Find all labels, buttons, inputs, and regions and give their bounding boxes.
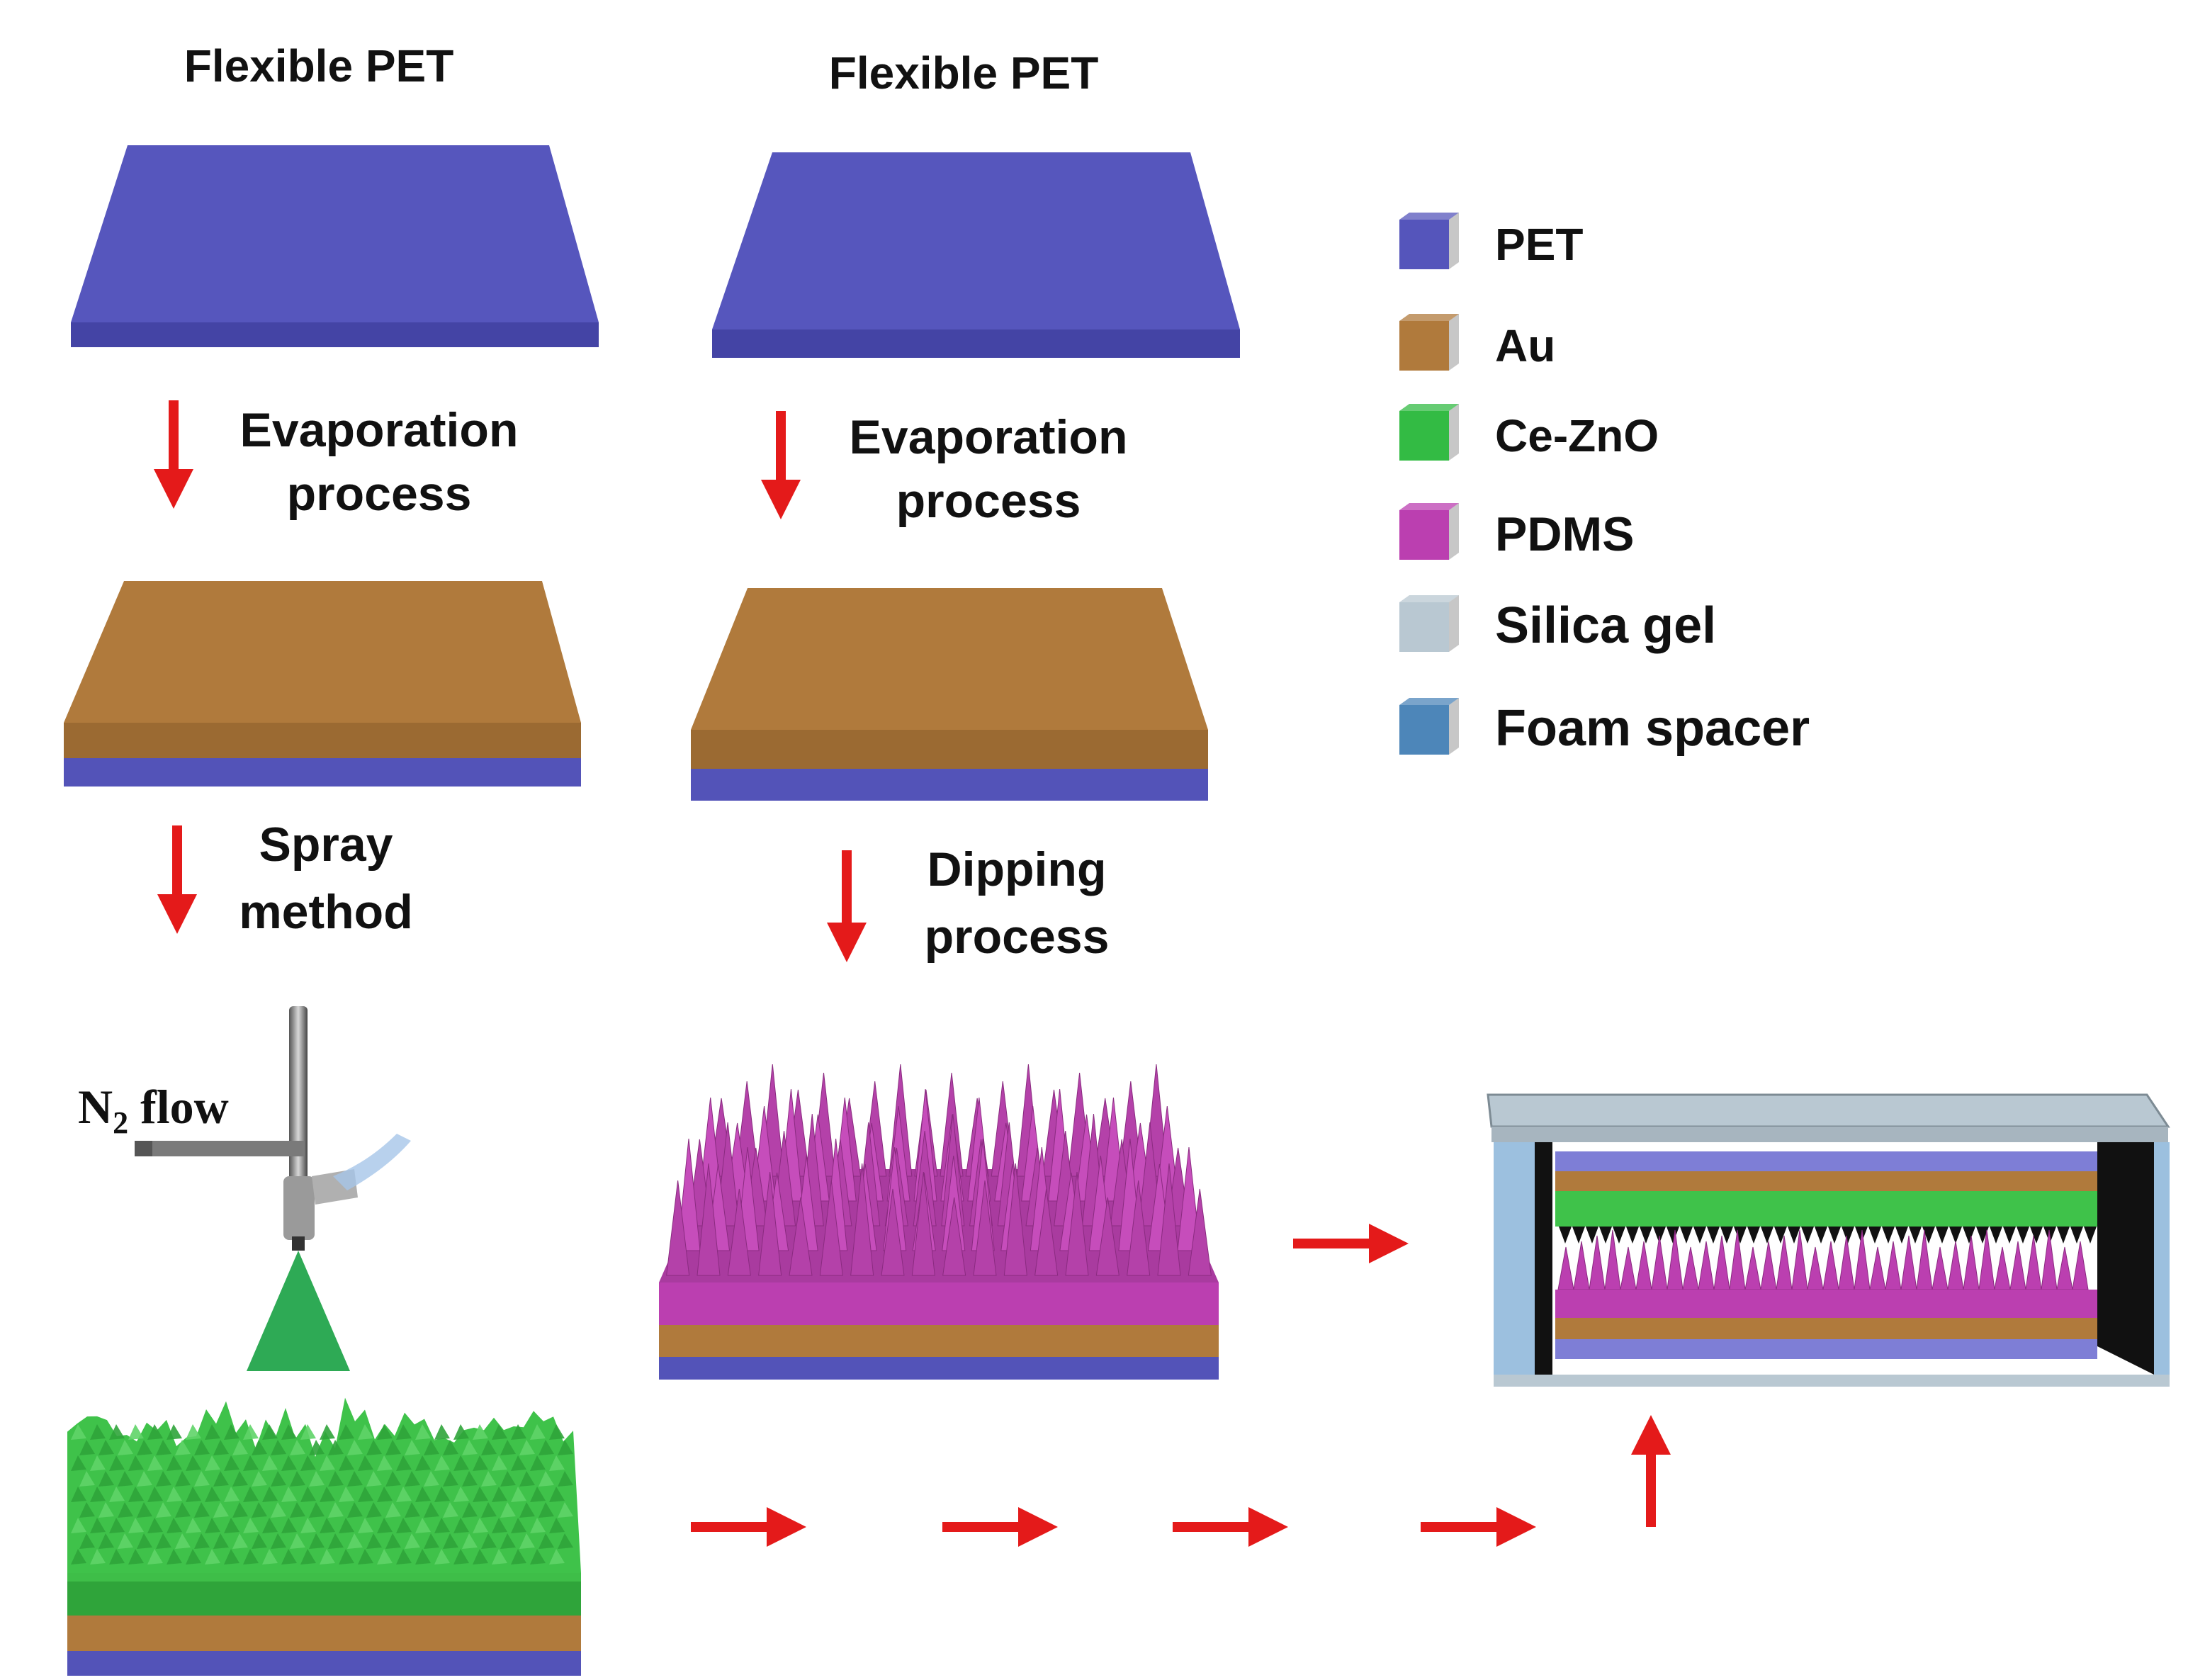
legend-label: PET <box>1495 219 1583 270</box>
legend-cube-icon <box>1399 314 1459 371</box>
legend-cube-icon <box>1399 404 1459 461</box>
legend-label: Ce-ZnO <box>1495 410 1659 461</box>
legend-cube-icon <box>1399 213 1459 269</box>
pet-substrate-2 <box>712 152 1240 358</box>
legend-label: Au <box>1495 320 1555 371</box>
ce-zno-on-au-1 <box>67 1397 581 1676</box>
step-1-line-2: process <box>287 467 472 521</box>
n2-flow-label: N2 flow <box>78 1080 229 1140</box>
au-on-pet-1 <box>64 581 581 787</box>
spray-gun-icon <box>135 1006 411 1251</box>
assembled-device <box>1487 1093 2170 1387</box>
legend-item-1: PET <box>1399 213 1583 270</box>
step-4-line-2: process <box>925 910 1110 964</box>
legend-cube-icon <box>1399 698 1459 755</box>
legend-item-3: Ce-ZnO <box>1399 404 1659 461</box>
step-2-line-2: method <box>239 885 413 939</box>
column-1-title: Flexible PET <box>184 40 454 91</box>
legend-label: Silica gel <box>1495 597 1716 654</box>
pdms-on-au <box>659 1064 1219 1380</box>
legend-item-6: Foam spacer <box>1399 698 1810 757</box>
legend-label: Foam spacer <box>1495 700 1810 757</box>
legend-item-5: Silica gel <box>1399 595 1716 654</box>
column-2-title: Flexible PET <box>829 47 1099 98</box>
legend-item-4: PDMS <box>1399 503 1634 561</box>
step-3-line-2: process <box>896 474 1081 528</box>
step-1-line-1: Evaporation <box>240 403 519 457</box>
legend-cube-icon <box>1399 595 1459 652</box>
legend-label: PDMS <box>1495 507 1634 561</box>
step-3-line-1: Evaporation <box>850 410 1128 464</box>
step-2-line-1: Spray <box>259 818 393 872</box>
step-4-line-1: Dipping <box>927 842 1106 896</box>
legend-item-2: Au <box>1399 314 1555 371</box>
au-on-pet-2 <box>691 588 1208 801</box>
pet-substrate-1 <box>71 145 599 347</box>
legend-cube-icon <box>1399 503 1459 560</box>
spray-cone <box>247 1251 350 1371</box>
